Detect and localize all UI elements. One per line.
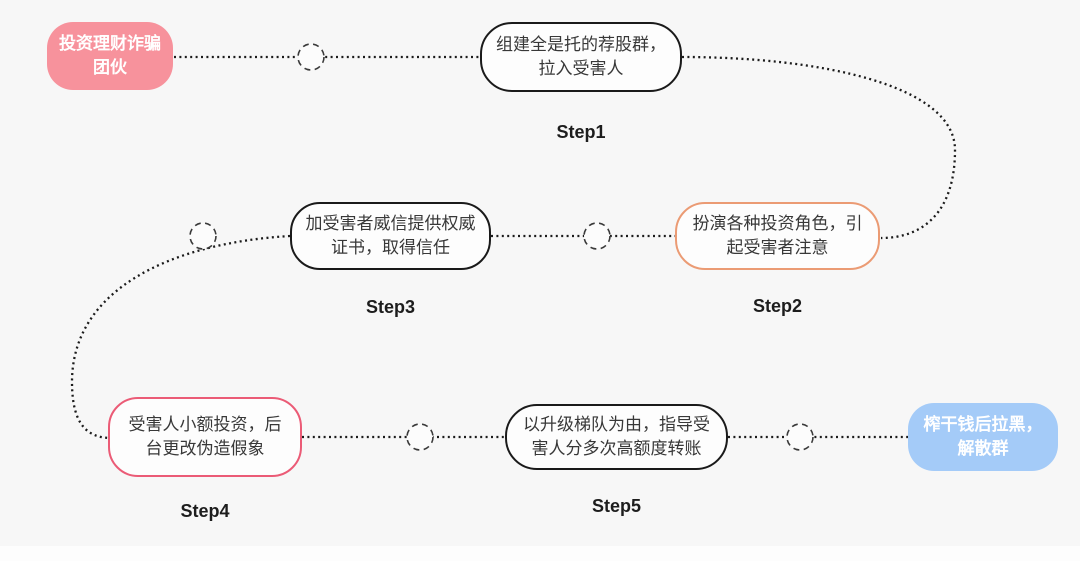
step5-node[interactable]: 以升级梯队为由，指导受 害人分多次高额度转账 <box>505 404 728 470</box>
end-node-label: 榨干钱后拉黑， 解散群 <box>923 415 1043 458</box>
step1-text: 组建全是托的荐股群， 拉入受害人 <box>496 34 666 78</box>
step5-label: Step5 <box>591 496 642 516</box>
connector-step1-step2-curve <box>681 55 957 240</box>
step1-label: Step1 <box>556 122 606 142</box>
connector-dot-1 <box>297 43 325 71</box>
step3-node[interactable]: 加受害者威信提供权威 证书，取得信任 <box>290 202 491 270</box>
step4-label: Step4 <box>180 501 230 521</box>
step3-label: Step3 <box>365 297 416 317</box>
footer-strip <box>0 546 1080 561</box>
step4-text: 受害人小额投资，后 台更改伪造假象 <box>128 414 282 458</box>
step2-text: 扮演各种投资角色，引 起受害者注意 <box>692 213 863 257</box>
step3-text: 加受害者威信提供权威 证书，取得信任 <box>305 213 476 257</box>
start-node-label: 投资理财诈骗 团伙 <box>59 34 161 77</box>
step2-node[interactable]: 扮演各种投资角色，引 起受害者注意 <box>675 202 880 270</box>
connector-dot-4 <box>406 423 434 451</box>
end-node-block-disband[interactable]: 榨干钱后拉黑， 解散群 <box>908 403 1058 471</box>
step5-text: 以升级梯队为由，指导受 害人分多次高额度转账 <box>523 414 710 458</box>
step1-node[interactable]: 组建全是托的荐股群， 拉入受害人 <box>480 22 682 92</box>
step4-node[interactable]: 受害人小额投资，后 台更改伪造假象 <box>108 397 302 477</box>
step2-label: Step2 <box>752 296 803 316</box>
connector-dot-2 <box>189 222 217 250</box>
connector-dot-3 <box>583 222 611 250</box>
start-node-fraud-gang[interactable]: 投资理财诈骗 团伙 <box>47 22 173 90</box>
connector-dot-5 <box>786 423 814 451</box>
